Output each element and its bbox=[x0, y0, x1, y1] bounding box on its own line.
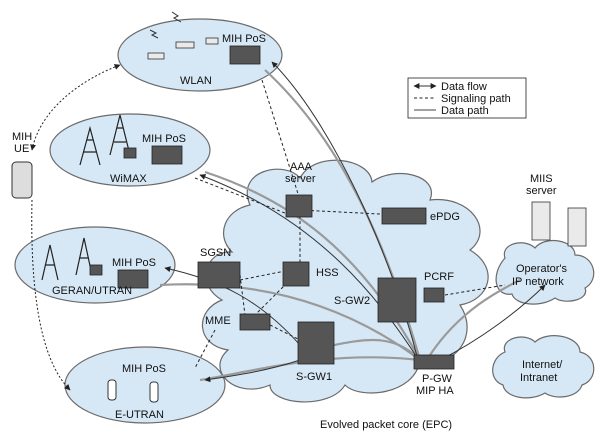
operator-ip-label-line2: IP network bbox=[512, 276, 564, 288]
sgw2-label: S-GW2 bbox=[334, 295, 370, 307]
wimax-label: WiMAX bbox=[110, 173, 147, 185]
operator-ip-label-line1: Operator's bbox=[516, 263, 568, 275]
sgw1-label: S-GW1 bbox=[296, 371, 332, 383]
sgsn-node bbox=[197, 261, 241, 289]
geran-towers bbox=[41, 237, 103, 281]
signaling-paths bbox=[194, 79, 506, 369]
sgsn-label: SGSN bbox=[200, 247, 231, 259]
geran-pos-label: MIH PoS bbox=[112, 257, 156, 269]
eutran-label: E-UTRAN bbox=[115, 409, 164, 421]
pcrf-node bbox=[423, 287, 445, 303]
internet-label-line2: Intranet bbox=[520, 372, 557, 384]
hss-label: HSS bbox=[316, 267, 339, 279]
ue-label-line1: MIH bbox=[12, 131, 32, 143]
wlan-pos-server bbox=[229, 45, 261, 65]
wlan-access-points bbox=[147, 11, 219, 60]
eutran-antennas bbox=[107, 379, 159, 403]
pgw-node bbox=[413, 354, 455, 370]
operator-ip-cloud bbox=[495, 239, 595, 305]
geran-pos-server bbox=[117, 269, 149, 289]
mme-node bbox=[239, 313, 271, 331]
legend-data-path: Data path bbox=[441, 105, 489, 117]
legend: Data flow Signaling path Data path bbox=[407, 77, 527, 119]
eutran-pos-label: MIH PoS bbox=[122, 363, 166, 375]
wlan-label: WLAN bbox=[180, 75, 212, 87]
legend-signaling-path: Signaling path bbox=[441, 93, 511, 105]
wimax-pos-label: MIH PoS bbox=[142, 133, 186, 145]
internet-cloud bbox=[492, 335, 595, 399]
epc-label: Evolved packet core (EPC) bbox=[320, 419, 452, 431]
aaa-server bbox=[285, 194, 313, 218]
epdg-node bbox=[381, 207, 427, 225]
miis-label-line2: server bbox=[526, 185, 557, 197]
aaa-label-line2: server bbox=[285, 173, 316, 185]
wlan-ellipse bbox=[117, 18, 283, 92]
ue-phone bbox=[11, 161, 33, 199]
ue-label-line2: UE bbox=[14, 143, 29, 155]
internet-label-line1: Internet/ bbox=[522, 359, 563, 371]
epdg-label: ePDG bbox=[430, 211, 460, 223]
wlan-pos-label: MIH PoS bbox=[222, 33, 266, 45]
pgw-label-line1: P-GW bbox=[422, 373, 453, 385]
wimax-towers bbox=[79, 114, 137, 166]
miis-server-1 bbox=[531, 201, 551, 241]
sgw1-node bbox=[297, 321, 335, 365]
wimax-pos-server bbox=[151, 145, 183, 165]
aaa-label-line1: AAA bbox=[290, 161, 313, 173]
sgw2-node bbox=[377, 277, 417, 323]
mme-label: MME bbox=[205, 315, 231, 327]
pgw-label-line2: MIP HA bbox=[416, 385, 454, 397]
hss-server bbox=[282, 261, 310, 287]
pcrf-label: PCRF bbox=[424, 271, 454, 283]
geran-label: GERAN/UTRAN bbox=[52, 285, 132, 297]
miis-server-2 bbox=[567, 207, 587, 247]
legend-data-flow: Data flow bbox=[441, 81, 487, 93]
miis-label-line1: MIIS bbox=[530, 173, 553, 185]
